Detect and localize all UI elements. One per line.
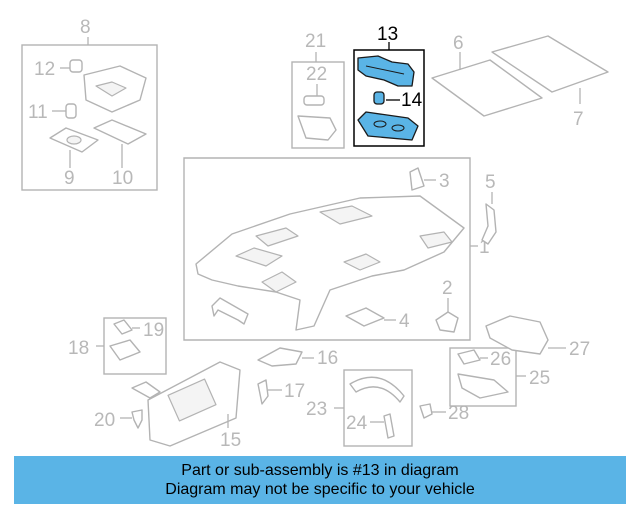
- callout-2: 2: [442, 278, 453, 299]
- part-12: [69, 59, 83, 73]
- part-16: [257, 347, 303, 367]
- part-14: [373, 91, 385, 105]
- part-4: [345, 307, 385, 327]
- part-27-group: 27: [485, 315, 590, 360]
- part-13-bracket: [357, 55, 415, 87]
- callout-27: 27: [569, 339, 590, 360]
- banner-line-1: Part or sub-assembly is #13 in diagram: [181, 462, 459, 479]
- group-18-box: 18 19: [68, 317, 167, 375]
- callout-19: 19: [143, 320, 164, 341]
- part-5: [481, 203, 497, 245]
- callout-21: 21: [305, 31, 326, 52]
- callout-26: 26: [490, 349, 511, 370]
- dome-lamp-part: [297, 115, 337, 141]
- banner-line-2: Diagram may not be specific to your vehi…: [165, 481, 475, 498]
- headliner-part: [195, 195, 465, 331]
- part-7: [491, 35, 609, 93]
- part-19: [113, 319, 133, 335]
- callout-11: 11: [28, 102, 48, 123]
- part-2-group: 2: [435, 278, 459, 333]
- callout-16: 16: [317, 348, 338, 369]
- part-22: [303, 95, 325, 106]
- part-28: [419, 403, 433, 419]
- grab-handle-part: [349, 376, 405, 403]
- group-13-box: 13 14: [353, 24, 425, 147]
- group-21-box: 21 22: [291, 31, 345, 149]
- part-24: [383, 413, 395, 439]
- callout-24: 24: [346, 413, 368, 434]
- part-2: [435, 311, 459, 333]
- group-8-box: 8 12 11 9 10: [21, 17, 158, 191]
- part-10: [93, 119, 147, 145]
- group-25-box: 25 26: [449, 347, 550, 407]
- callout-6: 6: [453, 33, 464, 54]
- callout-1: 1: [479, 237, 490, 258]
- callout-20: 20: [94, 410, 115, 431]
- sun-visor-group: 15 20: [94, 361, 241, 451]
- part-5-group: 5: [481, 172, 497, 245]
- callout-7: 7: [573, 109, 584, 130]
- parts-16-17: 16 17: [257, 347, 338, 405]
- part-20: [131, 409, 143, 429]
- part-13-lamp: [357, 111, 419, 141]
- callout-10: 10: [112, 168, 133, 189]
- part-25-trim: [457, 373, 509, 399]
- info-banner: Part or sub-assembly is #13 in diagram D…: [14, 456, 626, 504]
- callout-23: 23: [306, 399, 327, 420]
- callout-12: 12: [34, 59, 55, 80]
- callout-14: 14: [401, 90, 423, 111]
- panels-6-7: 6 7: [431, 33, 609, 130]
- callout-17: 17: [284, 381, 305, 402]
- callout-5: 5: [485, 172, 496, 193]
- group-1-box: 1 3 4: [183, 157, 490, 341]
- part-3: [409, 167, 425, 191]
- callout-4: 4: [399, 311, 410, 332]
- part-11: [65, 103, 77, 119]
- part-27: [485, 315, 549, 355]
- callout-28: 28: [448, 403, 469, 424]
- callout-3: 3: [439, 171, 450, 192]
- part-18-clip: [109, 339, 141, 361]
- part-28-group: 28: [419, 403, 469, 424]
- callout-13: 13: [377, 24, 398, 45]
- callout-22: 22: [306, 64, 327, 85]
- group-23-box: 23 24: [306, 369, 413, 447]
- callout-25: 25: [529, 368, 550, 389]
- part-26: [457, 349, 481, 365]
- callout-9: 9: [64, 168, 75, 189]
- callout-15: 15: [220, 430, 241, 451]
- callout-18: 18: [68, 338, 89, 359]
- part-6: [431, 59, 543, 117]
- visor-bracket: [131, 381, 161, 399]
- parts-diagram: 8 12 11 9 10 21 22 13: [21, 17, 609, 451]
- callout-8: 8: [80, 17, 91, 38]
- part-17: [257, 379, 269, 405]
- headliner-clip: [211, 297, 249, 325]
